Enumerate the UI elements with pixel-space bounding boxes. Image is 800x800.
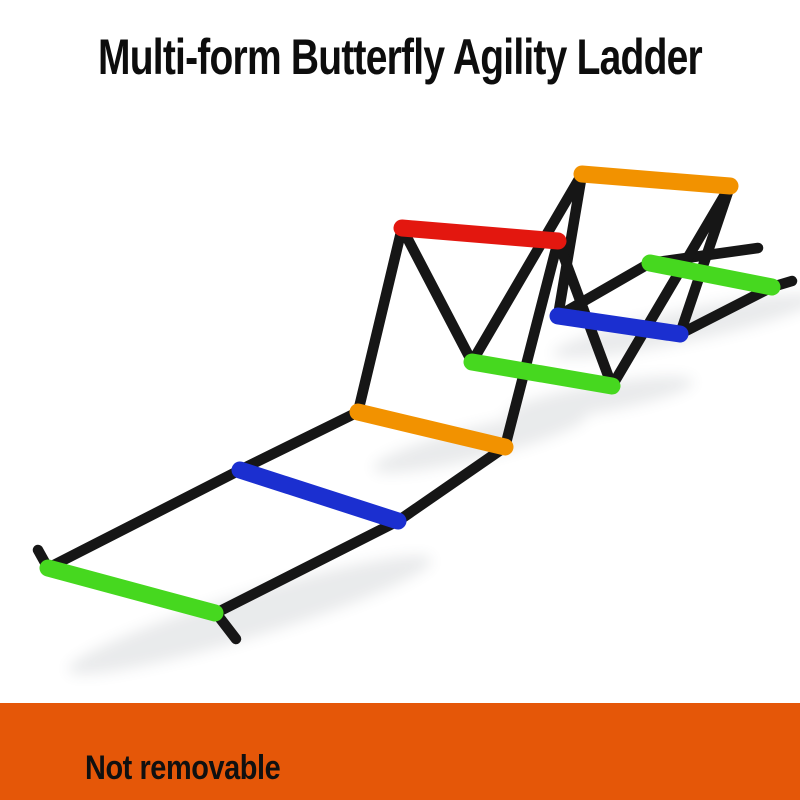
ladder-rail-far [32, 168, 764, 574]
rung-blue-lower [231, 461, 407, 530]
rung-green-right [641, 254, 781, 296]
ground-shadow [506, 376, 694, 420]
footer-banner: Not removable [0, 703, 800, 800]
rung-orange-lower [349, 403, 514, 456]
footer-label: Not removable [85, 749, 281, 787]
rung-green-middle [463, 353, 621, 395]
rung-red-hurdle-top [393, 219, 567, 250]
rung-blue-right [549, 307, 689, 343]
ladder-rail-near [210, 180, 798, 645]
ground-shadow-group [68, 293, 800, 675]
rung-orange-hurdle-top [573, 165, 739, 195]
page-title: Multi-form Butterfly Agility Ladder [98, 29, 703, 85]
rung-green-bottom-left [39, 559, 224, 622]
ground-shadow [68, 555, 432, 675]
